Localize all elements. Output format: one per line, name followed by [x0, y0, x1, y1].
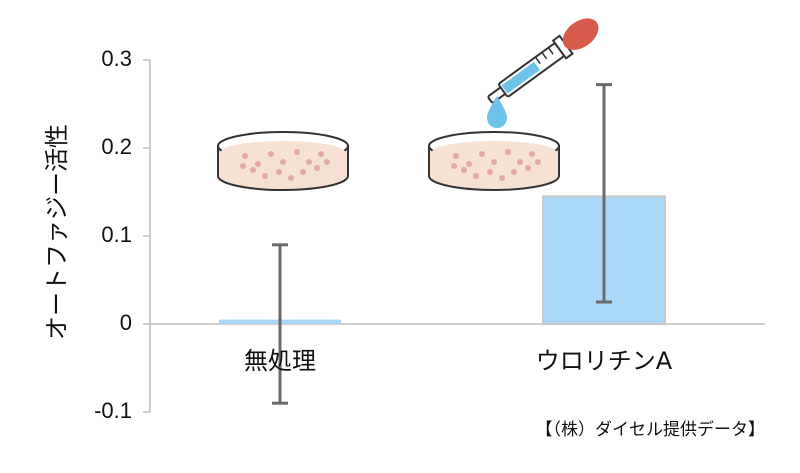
dropper-liquid	[501, 61, 540, 94]
cell-dot	[535, 159, 541, 165]
dropper-bulb	[562, 18, 599, 50]
cell-dot	[242, 153, 248, 159]
cell-dot	[466, 161, 472, 167]
y-tick-label: 0	[120, 310, 132, 335]
cell-dot	[461, 167, 467, 173]
cell-dot	[314, 165, 320, 171]
cell-dot	[300, 169, 306, 175]
cell-dot	[262, 173, 268, 179]
y-tick-label: -0.1	[94, 398, 132, 423]
cell-dot	[453, 153, 459, 159]
dish-medium	[221, 141, 345, 163]
cell-dot	[487, 169, 493, 175]
category-label: 無処理	[244, 347, 316, 375]
dropper-icon	[487, 18, 599, 128]
cell-dot	[517, 159, 523, 165]
cell-dot	[511, 169, 517, 175]
y-tick-label: 0.3	[101, 46, 132, 71]
dish-medium	[432, 141, 556, 163]
bars	[219, 195, 666, 325]
petri-dish-icon	[428, 131, 560, 191]
cell-dot	[268, 151, 274, 157]
y-tick-label: 0.2	[101, 134, 132, 159]
cell-dot	[529, 151, 535, 157]
category-label: ウロリチンA	[536, 347, 673, 375]
error-bars	[272, 83, 612, 405]
cell-dot	[276, 169, 282, 175]
y-ticks: -0.1 0 0.1 0.2 0.3	[94, 46, 150, 423]
y-axis-label: オートファジー活性	[43, 124, 71, 340]
cell-dot	[280, 159, 286, 165]
cell-dot	[324, 159, 330, 165]
cell-dot	[473, 173, 479, 179]
cell-dot	[294, 149, 300, 155]
cell-dot	[491, 159, 497, 165]
cell-dot	[451, 163, 457, 169]
cell-dot	[525, 165, 531, 171]
cell-dot	[479, 151, 485, 157]
cell-dot	[255, 161, 261, 167]
cell-dot	[240, 163, 246, 169]
cell-dot	[505, 149, 511, 155]
category-labels: 無処理 ウロリチンA	[244, 347, 673, 375]
petri-dish-icon	[217, 131, 349, 191]
y-tick-label: 0.1	[101, 222, 132, 247]
water-drop	[487, 96, 507, 128]
cell-dot	[306, 159, 312, 165]
cell-dot	[288, 175, 294, 181]
cell-dot	[250, 167, 256, 173]
cell-dot	[318, 151, 324, 157]
cell-dot	[499, 175, 505, 181]
source-note: 【（株）ダイセル提供データ】	[536, 419, 766, 440]
